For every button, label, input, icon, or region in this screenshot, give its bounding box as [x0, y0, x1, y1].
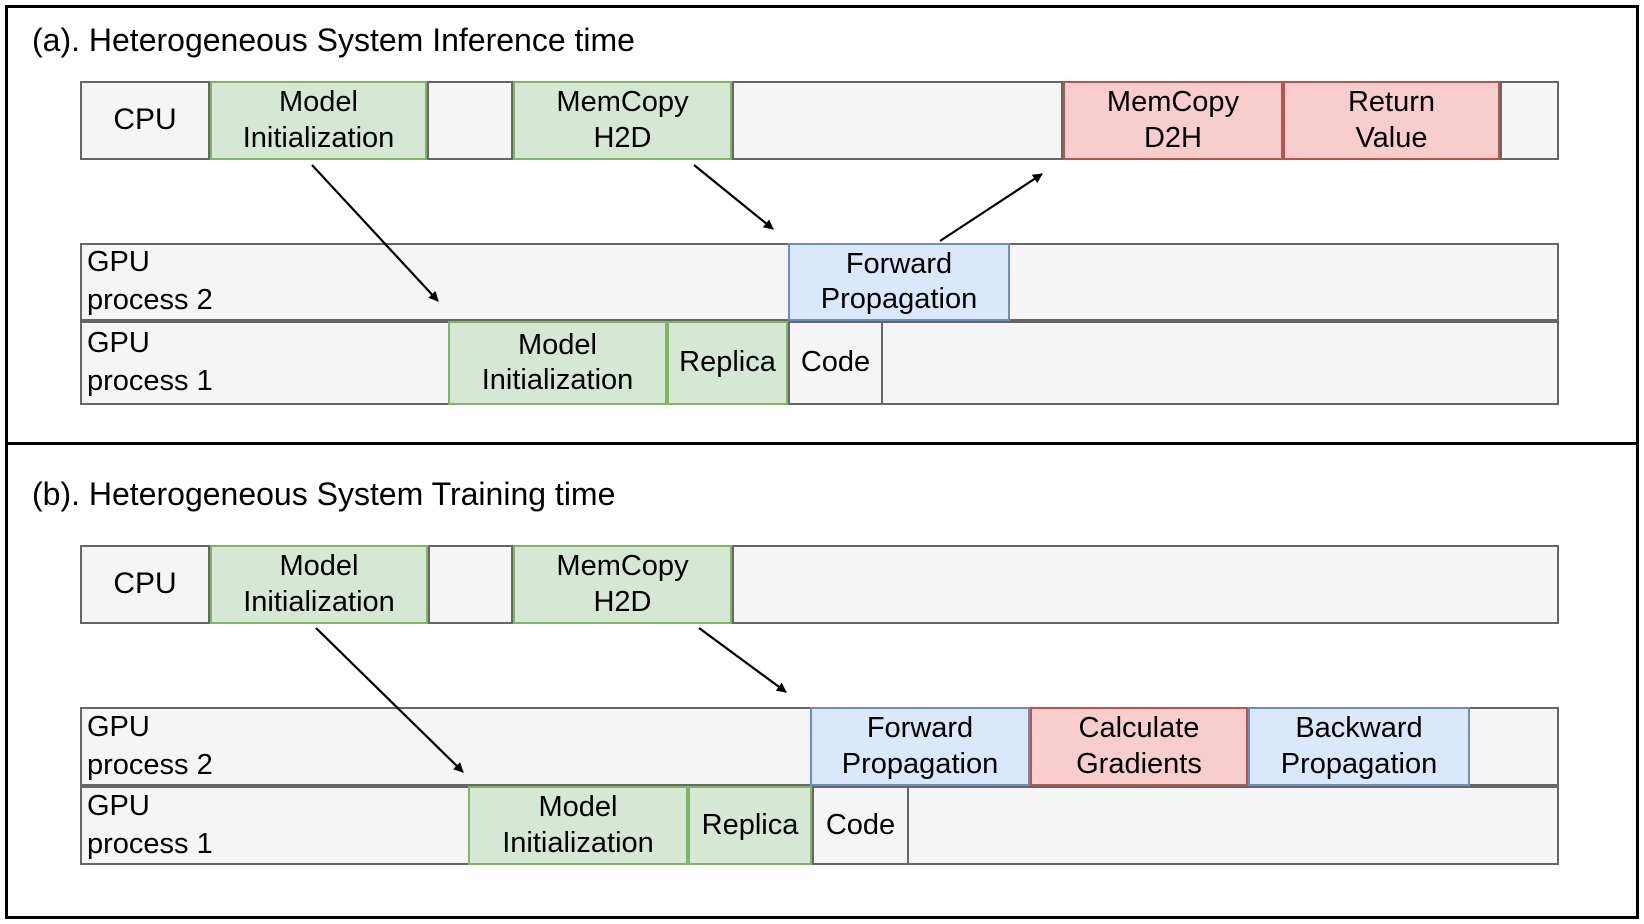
gap-cell-b2: [732, 545, 1559, 624]
gpu-process-2-label-b: GPU process 2: [87, 710, 213, 781]
gpu-process-1-label-a: GPU process 1: [87, 327, 213, 397]
panel-a-title: (a). Heterogeneous System Inference time: [32, 22, 635, 58]
forward-propagation-b: Forward Propagation: [810, 707, 1030, 786]
panel-b-title: (b). Heterogeneous System Training time: [32, 476, 616, 512]
return-value-a: Return Value: [1283, 81, 1500, 160]
calculate-gradients-b: Calculate Gradients: [1030, 707, 1248, 786]
panel-divider-line: [5, 442, 1639, 445]
gap-cell-a2: [732, 81, 1063, 160]
gap-cell-a3: [1500, 81, 1559, 160]
gpu-process-1-label-b: GPU process 1: [87, 789, 213, 860]
replica-a: Replica: [667, 321, 788, 405]
memcopy-h2d-b: MemCopy H2D: [513, 545, 732, 624]
backward-propagation-b: Backward Propagation: [1248, 707, 1470, 786]
cpu-cell-b: CPU: [80, 545, 210, 624]
model-initialization-cpu-b: Model Initialization: [210, 545, 428, 624]
code-b: Code: [812, 786, 909, 865]
memcopy-h2d-a: MemCopy H2D: [513, 81, 732, 160]
gap-cell-a1: [427, 81, 513, 160]
outer-frame: [5, 5, 1639, 919]
forward-propagation-a: Forward Propagation: [788, 243, 1010, 321]
model-initialization-gpu-b: Model Initialization: [468, 786, 688, 865]
model-initialization-gpu-a: Model Initialization: [448, 321, 667, 405]
model-initialization-cpu-a: Model Initialization: [210, 81, 427, 160]
replica-b: Replica: [688, 786, 812, 865]
memcopy-d2h-a: MemCopy D2H: [1063, 81, 1283, 160]
cpu-cell-a: CPU: [80, 81, 210, 160]
code-a: Code: [788, 321, 883, 405]
gap-cell-b1: [428, 545, 513, 624]
gpu-process-2-label-a: GPU process 2: [87, 246, 213, 316]
